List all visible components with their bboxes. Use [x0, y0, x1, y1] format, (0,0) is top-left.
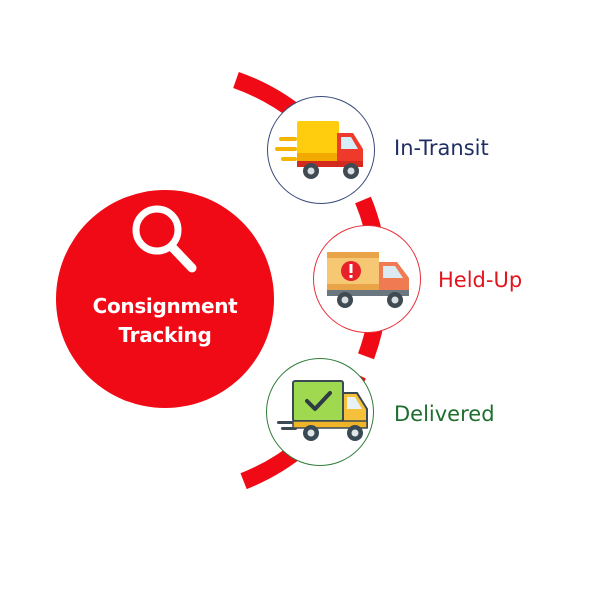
held-truck-icon: [327, 252, 409, 308]
held-up-label: Held-Up: [438, 268, 523, 292]
in-transit-label: In-Transit: [394, 136, 489, 160]
moving-truck-icon: [275, 121, 363, 179]
magnifier-icon: [132, 205, 197, 273]
consignment-tracking-title: Consignment Tracking: [56, 292, 274, 350]
title-line-1: Consignment: [92, 294, 238, 318]
delivered-label: Delivered: [394, 402, 495, 426]
delivered-truck-icon: [277, 380, 368, 441]
consignment-tracking-circle: [56, 190, 274, 408]
title-line-2: Tracking: [118, 323, 212, 347]
